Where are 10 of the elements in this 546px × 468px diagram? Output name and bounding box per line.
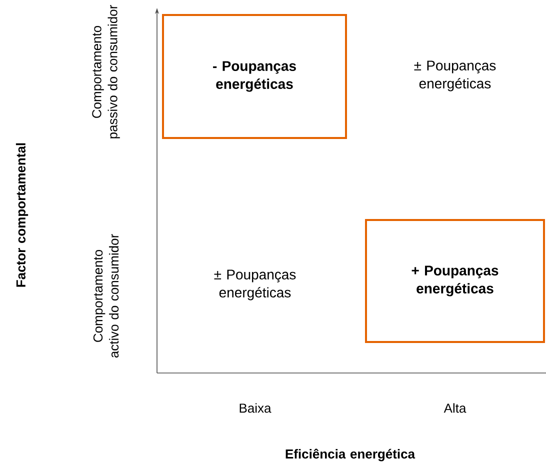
highlighted-box: - Poupanças energéticas: [162, 14, 347, 139]
row-label: Comportamento passivo do consumidor: [92, 5, 120, 138]
column-label: Alta: [444, 403, 466, 413]
axis-title: Eficiência energética: [286, 448, 416, 462]
axis-title: Factor comportamental: [16, 143, 28, 287]
row-label: Comportamento activo do consumidor: [93, 234, 119, 358]
quadrant-text: ± Poupanças energéticas: [214, 270, 296, 300]
column-label: Baixa: [240, 403, 272, 413]
quadrant-text: ± Poupanças energéticas: [414, 60, 496, 92]
highlighted-box: + Poupanças energéticas: [365, 218, 545, 343]
